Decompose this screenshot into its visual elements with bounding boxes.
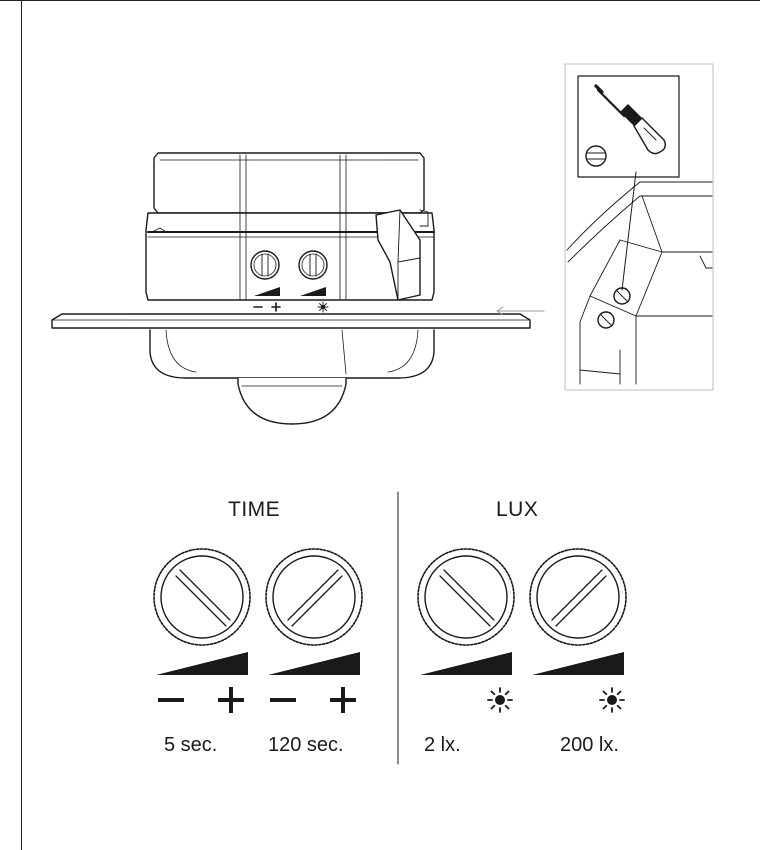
detail-inset <box>564 63 714 391</box>
device-lux-knob <box>298 250 328 280</box>
lux-ramp-right <box>532 652 624 675</box>
detail-arrow <box>496 306 545 316</box>
device-time-knob <box>250 250 280 280</box>
lux-ramp-left <box>420 652 512 675</box>
page-border-left <box>21 0 22 850</box>
sun-icon <box>599 687 625 713</box>
time-max-knob <box>265 548 363 646</box>
plus-icon <box>330 687 356 713</box>
screwdriver-icon <box>594 84 667 155</box>
lux-min-knob <box>417 548 515 646</box>
moon-icon <box>421 688 433 712</box>
time-section-title: TIME <box>228 498 281 521</box>
lux-min-label: 2 lx. <box>424 734 461 756</box>
sensor-device <box>51 152 531 425</box>
time-max-label: 120 sec. <box>268 734 344 756</box>
time-ramp-left <box>156 652 248 675</box>
page-border-top <box>0 0 760 1</box>
time-min-label: 5 sec. <box>164 734 218 756</box>
screw-slot-icon <box>585 145 607 167</box>
time-min-knob <box>153 548 251 646</box>
lux-max-knob <box>529 548 627 646</box>
lux-section-title: LUX <box>496 498 539 521</box>
lux-max-label: 200 lx. <box>560 734 619 756</box>
plus-icon <box>218 687 244 713</box>
time-ramp-right <box>268 652 360 675</box>
moon-icon <box>533 688 545 712</box>
sun-icon <box>487 687 513 713</box>
